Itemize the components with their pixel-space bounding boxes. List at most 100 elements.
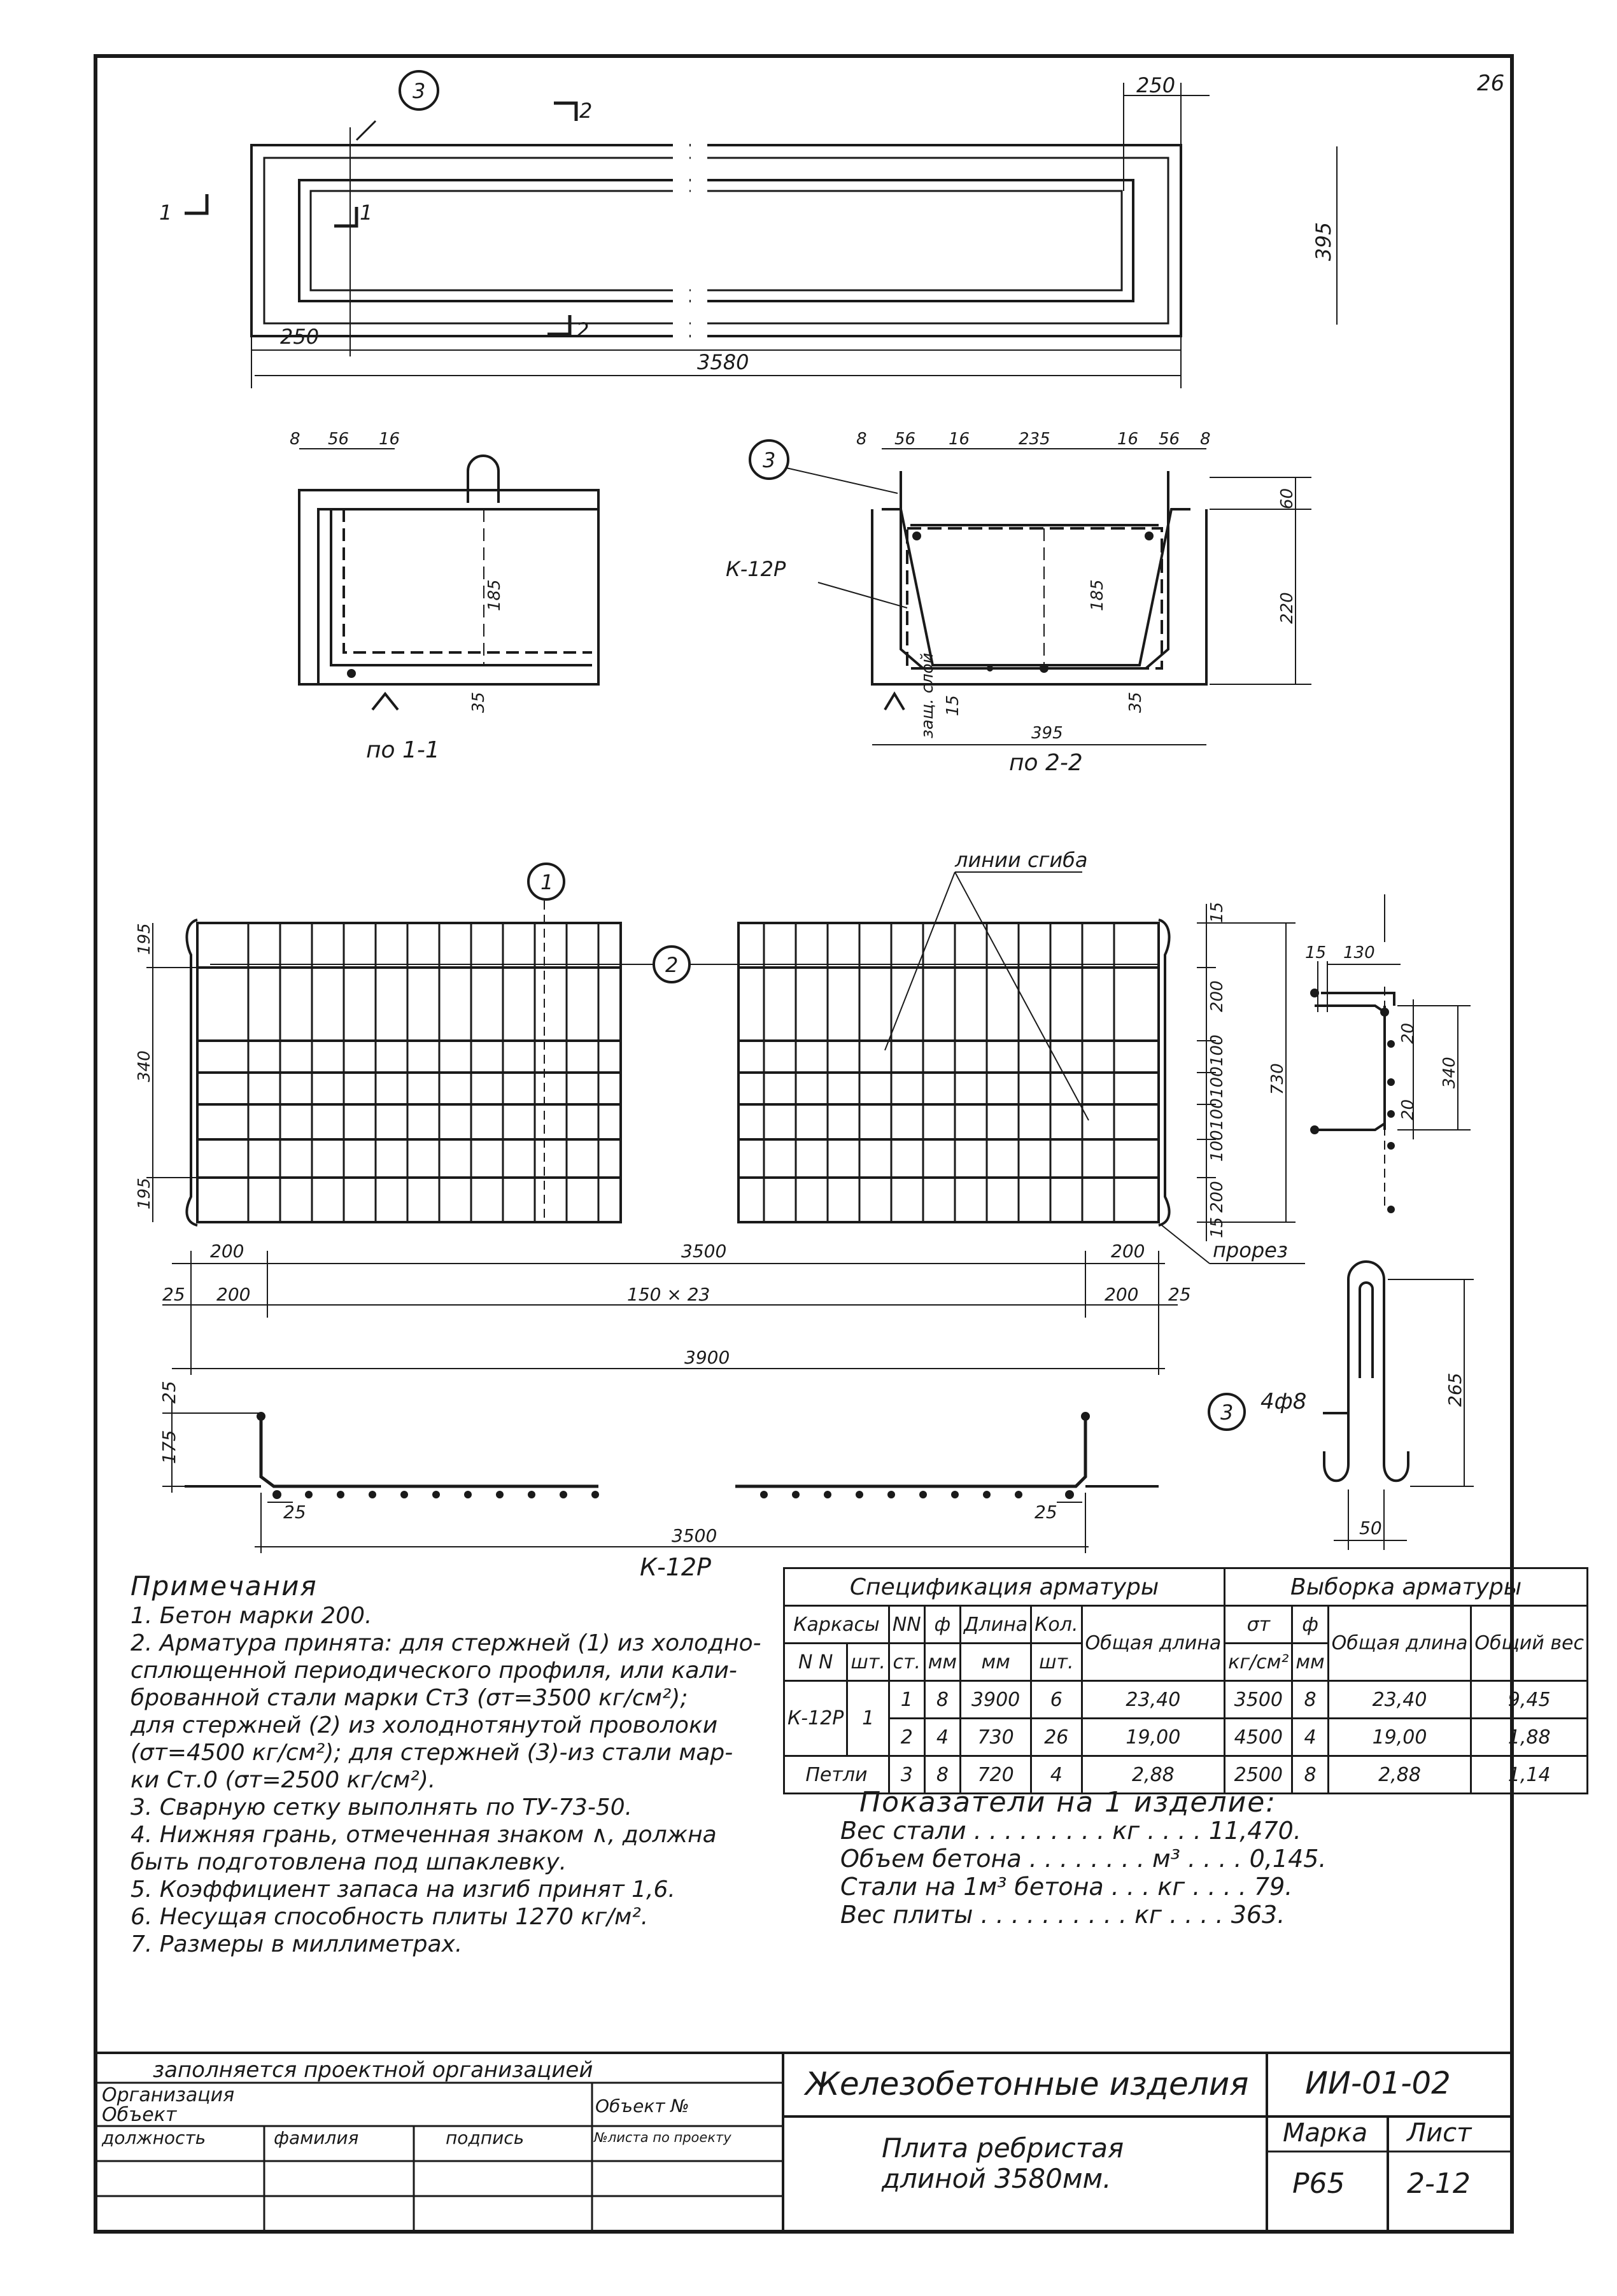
col-dia2: ф (1291, 1605, 1329, 1644)
cut-label: прорез (1213, 1238, 1288, 1262)
detail-dim-340: 340 (1440, 1057, 1459, 1088)
cell-qty: 4 (1030, 1755, 1083, 1794)
mesh-dim-15b: 15 (1208, 1217, 1227, 1238)
col-frames: Каркасы (783, 1605, 890, 1644)
cell-nn: 3 (887, 1755, 926, 1794)
cell-weight: 9,45 (1470, 1680, 1588, 1719)
cell-frame: Петли (783, 1755, 890, 1794)
cell-length: 3900 (959, 1680, 1033, 1719)
selection-title: Выборка арматуры (1224, 1567, 1588, 1607)
indicator-row: Объем бетона . . . . . . . . м³ . . . . … (840, 1845, 1327, 1873)
frame-caption: К-12Р (640, 1553, 711, 1581)
frame-bottom-25b: 25 (1034, 1502, 1057, 1523)
cell-dia2: 4 (1291, 1717, 1329, 1757)
s22-caption: по 2-2 (1009, 750, 1083, 776)
s22-dim-56a: 56 (894, 430, 915, 449)
frame-side-25: 25 (159, 1381, 180, 1404)
indicator-row: Стали на 1м³ бетона . . . кг . . . . 79. (840, 1873, 1293, 1901)
mesh-dim-100a: 100 (1208, 1034, 1227, 1066)
plan-dim-250-bottom: 250 (280, 325, 319, 349)
s22-dim-8b: 8 (1200, 430, 1211, 449)
s11-caption: по 1-1 (366, 737, 440, 763)
col-total-length2: Общая длина (1327, 1605, 1472, 1682)
s11-dim-56: 56 (328, 430, 349, 449)
s22-mark-3: 3 (763, 448, 775, 472)
s11-dim-16: 16 (379, 430, 400, 449)
unit-mm3: мм (1291, 1642, 1329, 1682)
cell-nn: 1 (887, 1680, 926, 1719)
tb-object: Объект (102, 2104, 177, 2126)
cell-total2: 2,88 (1327, 1755, 1472, 1794)
unit-st: ст. (887, 1642, 926, 1682)
cell-count: 1 (846, 1680, 890, 1757)
s22-cover-label: защ. слой (918, 653, 937, 739)
frame-dim-200d: 200 (1105, 1284, 1138, 1305)
frame-dim-200a: 200 (210, 1241, 244, 1262)
cell-weight: 1,14 (1470, 1755, 1588, 1794)
mesh-left-dim-340: 340 (135, 1050, 154, 1082)
mesh-dim-730: 730 (1268, 1063, 1287, 1095)
tb-filled-by: заполняется проектной организацией (153, 2057, 593, 2083)
col-length: Длина (959, 1605, 1033, 1644)
s22-dim-395: 395 (1031, 724, 1063, 743)
spec-title: Спецификация арматуры (782, 1567, 1226, 1607)
frame-side-175: 175 (159, 1430, 180, 1464)
col-nn: NN (887, 1605, 926, 1644)
cell-dia2: 8 (1291, 1680, 1329, 1719)
cell-total: 2,88 (1080, 1755, 1226, 1794)
mesh-dim-200a: 200 (1208, 980, 1227, 1012)
cell-qty: 6 (1030, 1680, 1083, 1719)
cell-frame: К-12Р (782, 1680, 849, 1757)
frame-dim-3500: 3500 (681, 1241, 726, 1262)
col-sigma: σт (1224, 1605, 1294, 1644)
indicators-heading: Показатели на 1 изделие: (859, 1786, 1277, 1819)
unit-pcs2: шт. (1030, 1642, 1083, 1682)
plan-mark-3: 3 (413, 79, 425, 103)
mesh-left-dim-195a: 195 (135, 923, 154, 955)
plan-section-mark-1: 1 (159, 201, 172, 225)
plan-section-mark-2b: 2 (576, 318, 589, 342)
s11-dim-8: 8 (290, 430, 300, 449)
cell-dia: 8 (923, 1755, 962, 1794)
cell-total: 23,40 (1080, 1680, 1226, 1719)
tb-sheet-no: №листа по проекту (594, 2130, 731, 2145)
unit-kgcm: кг/см² (1224, 1642, 1294, 1682)
tb-sheet-value: 2-12 (1407, 2167, 1471, 2200)
mesh-dim-100c: 100 (1208, 1098, 1227, 1130)
s22-dim-15: 15 (943, 695, 963, 716)
frame-dim-25a: 25 (162, 1284, 185, 1305)
col-total-length: Общая длина (1080, 1605, 1226, 1682)
loop-label: 4ф8 (1260, 1389, 1306, 1414)
mesh-mark-1: 1 (540, 870, 553, 894)
indicators-block: Показатели на 1 изделие: Вес стали . . .… (840, 1789, 1327, 1929)
page-number: 26 (1477, 71, 1504, 96)
col-qty: Кол. (1030, 1605, 1083, 1644)
loop-dim-50: 50 (1359, 1518, 1382, 1539)
s22-dim-35: 35 (1126, 692, 1145, 713)
mesh-mark-2: 2 (665, 953, 678, 977)
unit-mm: мм (923, 1642, 962, 1682)
rebar-spec-table: Спецификация арматуры Выборка арматуры К… (782, 1567, 1588, 1794)
notes-block: Примечания 1. Бетон марки 200. 2. Армату… (131, 1572, 780, 1958)
cell-sigma: 4500 (1224, 1717, 1294, 1757)
tb-name-line1: Плита ребристая (882, 2132, 1124, 2164)
frame-dim-25b: 25 (1168, 1284, 1191, 1305)
cell-sigma: 2500 (1224, 1755, 1294, 1794)
cell-nn: 2 (887, 1717, 926, 1757)
note-3: 3. Сварную сетку выполнять по ТУ-73-50. (131, 1794, 633, 1821)
plan-dim-250-top: 250 (1136, 73, 1175, 97)
mesh-dim-100b: 100 (1208, 1066, 1227, 1098)
s22-dim-60: 60 (1278, 488, 1297, 509)
s22-dim-235: 235 (1019, 430, 1050, 449)
col-dia: ф (923, 1605, 962, 1644)
s11-dim-35: 35 (469, 692, 488, 713)
note-2: 2. Арматура принята: для стержней (1) из… (131, 1630, 761, 1793)
frame-dim-3900: 3900 (684, 1347, 730, 1368)
s22-dim-220: 220 (1278, 592, 1297, 624)
detail-dim-130: 130 (1343, 943, 1375, 962)
note-5: 5. Коэффициент запаса на изгиб принят 1,… (131, 1877, 675, 1903)
cell-length: 730 (959, 1717, 1033, 1757)
plan-section-mark-1b: 1 (360, 201, 372, 225)
s22-dim-8a: 8 (856, 430, 867, 449)
